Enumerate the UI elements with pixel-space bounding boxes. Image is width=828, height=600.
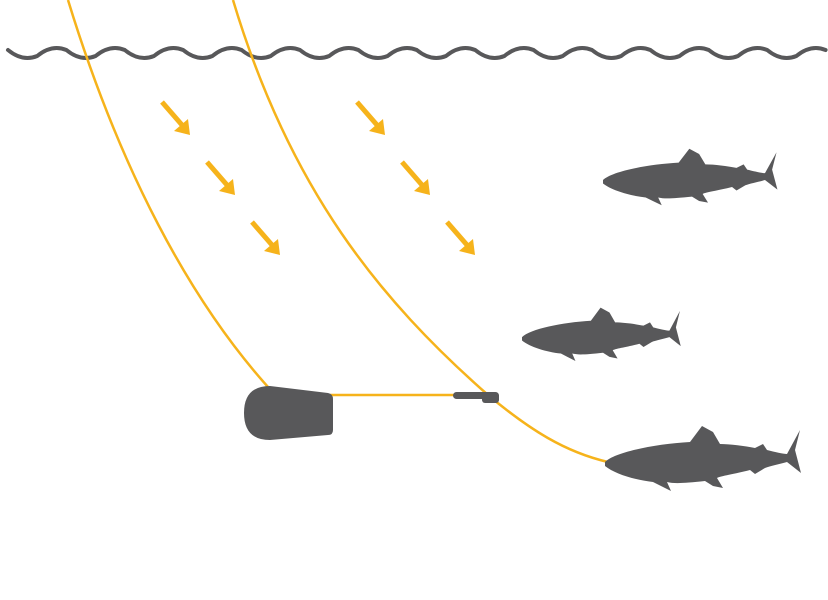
current-arrow-icon [445,220,475,255]
current-arrow-icon [205,160,235,195]
current-arrow-icon [400,160,430,195]
fishing-line-right [231,0,609,464]
fish-top [603,148,778,206]
fish-bottom [605,426,801,491]
current-arrow-icon [250,220,280,255]
sinker [244,386,333,440]
fish-middle [522,307,681,361]
water-surface [6,46,828,60]
fishing-line-left [66,0,269,388]
swivel [453,392,499,403]
current-arrow-icon [160,100,190,135]
current-arrow-icon [355,100,385,135]
